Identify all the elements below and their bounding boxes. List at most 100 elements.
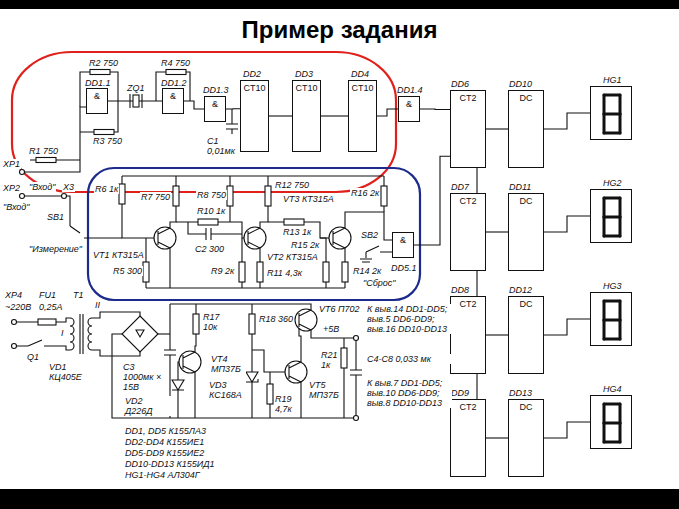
wire bbox=[17, 72, 392, 418]
part-label: R3 750 bbox=[92, 136, 123, 146]
resistor-symbol bbox=[227, 186, 233, 206]
transistor-symbol bbox=[285, 361, 307, 383]
highlight-outline bbox=[88, 168, 420, 300]
resistor-symbol bbox=[265, 186, 271, 206]
wire bbox=[345, 212, 392, 240]
resistor-symbol bbox=[257, 262, 263, 282]
chip-name: HG3 bbox=[603, 281, 622, 291]
chip-name: DD1.2 bbox=[161, 78, 187, 88]
display-segment bbox=[603, 320, 606, 339]
part-label: FU1 bbox=[38, 290, 57, 300]
connector-wire bbox=[544, 216, 590, 232]
chip-box: DD2CT10 bbox=[240, 80, 269, 152]
connector-wire bbox=[544, 422, 590, 438]
display-segment bbox=[604, 319, 620, 322]
wire bbox=[226, 109, 238, 134]
part-label: R11 4,3к bbox=[266, 268, 303, 278]
part-label: 0,25А bbox=[38, 302, 64, 312]
part-label: HG1-HG4 АЛ304Г bbox=[124, 470, 201, 480]
part-label: VT6 П702 bbox=[318, 304, 361, 314]
display-segment bbox=[619, 404, 622, 423]
part-label: R5 300 bbox=[112, 266, 143, 276]
display-segment bbox=[619, 95, 622, 114]
resistor-symbol bbox=[173, 186, 179, 206]
wire bbox=[80, 314, 83, 354]
resistor-symbol bbox=[119, 184, 125, 204]
display-box: HG2 bbox=[590, 189, 632, 243]
chip-symbol: DC bbox=[509, 402, 543, 413]
display-segment bbox=[603, 404, 606, 423]
display-segment bbox=[619, 320, 622, 339]
chip-symbol: CT2 bbox=[451, 93, 485, 104]
chip-name: DD9 bbox=[451, 388, 469, 398]
part-label: VT5 МП37Б bbox=[308, 380, 342, 400]
part-label: "Измерение" bbox=[28, 244, 83, 254]
wire bbox=[70, 318, 74, 350]
resistor-symbol bbox=[284, 219, 304, 225]
chip-name: HG2 bbox=[603, 178, 622, 188]
wire bbox=[252, 350, 289, 372]
chip-box: DD13DC bbox=[508, 399, 544, 477]
seven-segment-digit bbox=[591, 396, 633, 450]
resistor-symbol bbox=[193, 314, 199, 334]
connector-wire bbox=[486, 128, 508, 129]
part-label: X3 bbox=[62, 182, 75, 192]
display-segment bbox=[619, 198, 622, 217]
part-label: C3 1000мк × 15В bbox=[122, 362, 168, 392]
part-label: VT2 КТ315А bbox=[266, 252, 319, 262]
wire bbox=[158, 333, 170, 334]
part-label: R18 360 bbox=[258, 314, 294, 324]
chip-name: DD1.1 bbox=[85, 78, 111, 88]
terminal-symbol bbox=[12, 320, 17, 325]
part-label: DD2-DD4 К155ИЕ1 bbox=[124, 437, 205, 447]
wire bbox=[122, 316, 158, 352]
wire bbox=[146, 287, 345, 288]
resistor-symbol bbox=[341, 348, 347, 368]
chip-name: DD1.3 bbox=[203, 85, 229, 95]
display-segment bbox=[604, 338, 620, 341]
wire bbox=[360, 246, 392, 262]
frame-bar bbox=[0, 489, 679, 509]
chip-box: DD5.1& bbox=[392, 232, 414, 258]
part-label: XP2 bbox=[2, 183, 21, 193]
wire bbox=[17, 340, 70, 350]
display-segment bbox=[603, 95, 606, 114]
terminal-symbol bbox=[12, 170, 359, 421]
connector-wire bbox=[414, 156, 450, 245]
part-label: R9 2к bbox=[210, 266, 235, 276]
display-segment bbox=[604, 403, 620, 406]
chip-box: DD10DC bbox=[508, 90, 544, 168]
display-segment bbox=[603, 114, 606, 133]
connector-wire bbox=[486, 231, 508, 232]
chip-box: DD1.3& bbox=[204, 96, 226, 122]
chip-box: DD1.2& bbox=[162, 88, 184, 114]
wire bbox=[92, 312, 140, 318]
part-label: R8 750 bbox=[196, 190, 227, 200]
terminal-symbol bbox=[12, 344, 17, 349]
wire bbox=[122, 175, 384, 176]
part-label: R16 2к bbox=[350, 188, 380, 198]
chip-name: DD2 bbox=[243, 69, 261, 79]
seven-segment-digit bbox=[591, 293, 633, 347]
terminal-symbol bbox=[62, 194, 67, 199]
part-label: DD1, DD5 К155ЛА3 bbox=[124, 426, 207, 436]
chip-box: DD9CT2 bbox=[450, 399, 486, 477]
chip-name: DD5.1 bbox=[391, 263, 417, 273]
chip-symbol: & bbox=[205, 99, 225, 110]
display-segment bbox=[604, 94, 620, 97]
part-label: R19 4,7к bbox=[274, 394, 300, 414]
connector-wire bbox=[476, 271, 477, 296]
connector-wire bbox=[544, 113, 590, 129]
chip-box: DD1.4& bbox=[398, 96, 420, 122]
display-segment bbox=[604, 422, 620, 425]
display-segment bbox=[604, 113, 620, 116]
part-label: R17 10к bbox=[202, 312, 230, 332]
transistor-symbol bbox=[158, 228, 170, 248]
connector-wire bbox=[476, 374, 477, 399]
chip-symbol: & bbox=[393, 235, 413, 246]
part-label: R7 750 bbox=[140, 192, 171, 202]
part-label: VT4 МП37Б bbox=[210, 354, 246, 374]
wire bbox=[350, 340, 362, 416]
resistor-symbol bbox=[143, 262, 149, 282]
